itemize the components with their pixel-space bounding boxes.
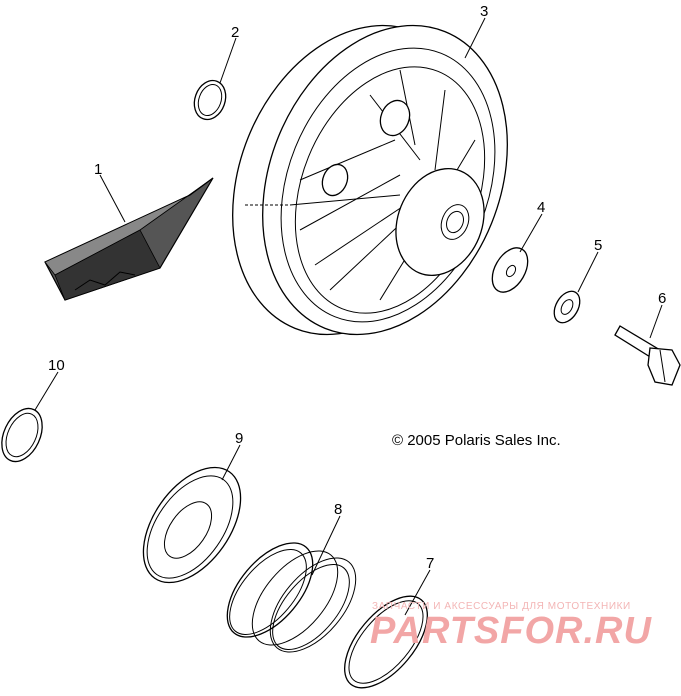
part-5-lock-washer (553, 290, 581, 324)
callout-3: 3 (480, 3, 488, 20)
copyright-notice: © 2005 Polaris Sales Inc. (392, 432, 561, 449)
callout-labels: 1 2 3 4 5 6 7 8 9 10 (48, 3, 666, 572)
part-8-rings (226, 542, 357, 653)
callout-7: 7 (426, 555, 434, 572)
leader-lines (34, 17, 663, 616)
part-3-driven-clutch (232, 24, 508, 336)
callout-6: 6 (658, 290, 666, 307)
callout-8: 8 (334, 501, 342, 518)
part-2-ring (193, 79, 227, 121)
callout-5: 5 (594, 237, 602, 254)
part-6-bolt (614, 325, 681, 386)
watermark-subtitle: ЗАПЧАСТИ И АКСЕССУАРЫ ДЛЯ МОТОТЕХНИКИ (372, 601, 631, 612)
watermark-brand: PARTSFOR.RU (370, 610, 652, 652)
callout-10: 10 (48, 357, 65, 374)
callout-4: 4 (537, 199, 545, 216)
part-7-ring (343, 595, 429, 689)
part-10-snap-ring (1, 407, 43, 463)
callout-1: 1 (94, 161, 102, 178)
part-9-seal (142, 466, 242, 584)
callout-2: 2 (231, 24, 239, 41)
part-4-washer (491, 247, 529, 293)
callout-9: 9 (235, 430, 243, 447)
part-1-wedge-block (44, 177, 214, 301)
